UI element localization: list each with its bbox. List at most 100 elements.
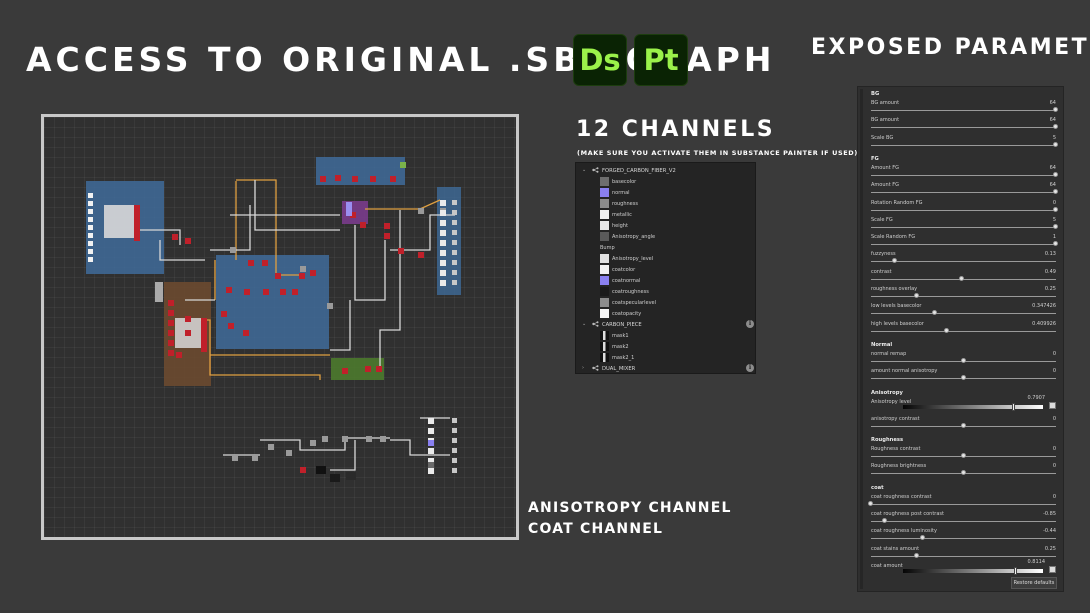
graph-node[interactable] — [155, 282, 163, 302]
slider-track[interactable] — [871, 127, 1056, 129]
graph-node[interactable] — [452, 240, 457, 245]
channel-item[interactable]: Anisotropy_level — [576, 253, 755, 264]
graph-node[interactable] — [452, 210, 457, 215]
slider-handle[interactable] — [914, 293, 920, 298]
slider-track[interactable] — [871, 209, 1056, 211]
param-group-header[interactable]: coat — [871, 484, 884, 491]
graph-node[interactable] — [400, 162, 406, 168]
param-value[interactable]: 0.49 — [1044, 268, 1056, 275]
graph-node[interactable] — [452, 250, 457, 255]
graph-node[interactable] — [440, 230, 446, 236]
param-group-header[interactable]: Normal — [871, 341, 893, 348]
graph-node[interactable] — [366, 436, 372, 442]
graph-node[interactable] — [452, 438, 457, 443]
channel-item[interactable]: metallic — [576, 209, 755, 220]
graph-node[interactable] — [335, 175, 341, 181]
graph-node[interactable] — [346, 202, 352, 216]
graph-node[interactable] — [88, 225, 93, 230]
channel-label[interactable]: Bump — [600, 245, 615, 251]
node-graph-canvas[interactable] — [44, 117, 516, 537]
graph-node[interactable] — [268, 444, 274, 450]
param-value[interactable]: 5 — [1052, 134, 1056, 141]
channel-item[interactable]: basecolor — [576, 176, 755, 187]
graph-node[interactable] — [452, 458, 457, 463]
graph-node[interactable] — [286, 450, 292, 456]
slider-track[interactable] — [871, 503, 1056, 505]
param-group-header[interactable]: BG — [871, 91, 880, 97]
graph-node[interactable] — [228, 323, 234, 329]
chevron-right-icon[interactable]: › — [582, 365, 584, 371]
graph-node[interactable] — [168, 310, 174, 316]
graph-node[interactable] — [440, 220, 446, 226]
graph-node[interactable] — [230, 247, 236, 253]
info-icon[interactable]: i — [746, 364, 754, 372]
graph-node[interactable] — [418, 252, 424, 258]
slider-track[interactable] — [871, 226, 1056, 228]
color-picker-icon[interactable] — [1049, 401, 1056, 409]
graph-node-strip[interactable] — [104, 205, 134, 238]
graph-node[interactable] — [299, 273, 305, 279]
slider-handle[interactable] — [919, 535, 925, 541]
slider-track[interactable] — [871, 296, 1056, 297]
graph-node[interactable] — [248, 260, 254, 266]
graph-node[interactable] — [452, 448, 457, 453]
param-value[interactable]: -0.44 — [1043, 528, 1056, 535]
graph-node[interactable] — [176, 352, 182, 358]
param-value[interactable]: 0 — [1052, 368, 1056, 375]
graph-node[interactable] — [134, 205, 140, 241]
slider-track[interactable] — [871, 313, 1056, 315]
graph-node[interactable] — [168, 330, 174, 336]
channel-item[interactable]: mask2_1 — [576, 352, 755, 363]
param-value[interactable]: 0 — [1052, 199, 1056, 206]
graph-node[interactable] — [263, 289, 269, 295]
graph-node[interactable] — [322, 436, 328, 442]
channel-item[interactable]: normal — [576, 187, 755, 198]
slider-handle[interactable] — [932, 310, 938, 316]
graph-node[interactable] — [185, 330, 191, 336]
graph-node[interactable] — [168, 300, 174, 306]
slider-handle[interactable] — [958, 275, 964, 281]
graph-node[interactable] — [440, 280, 446, 286]
slider-handle[interactable] — [914, 552, 920, 558]
graph-node[interactable] — [452, 200, 457, 205]
graph-node[interactable] — [380, 436, 386, 442]
param-value[interactable]: 0.8114 — [1027, 558, 1046, 565]
slider-handle[interactable] — [960, 357, 966, 363]
slider-track[interactable] — [871, 261, 1056, 263]
graph-node[interactable] — [452, 220, 457, 225]
graph-node[interactable] — [352, 176, 358, 182]
slider-handle[interactable] — [868, 500, 873, 506]
slider-track[interactable] — [871, 330, 1056, 332]
channel-item[interactable]: coatroughness — [576, 286, 755, 297]
graph-node[interactable] — [320, 176, 326, 182]
slider-handle[interactable] — [892, 258, 898, 264]
graph-node[interactable] — [226, 287, 232, 293]
graph-node[interactable] — [300, 467, 306, 473]
slider-track[interactable] — [871, 192, 1056, 194]
graph-node[interactable] — [428, 448, 434, 454]
channel-item[interactable]: mask1 — [576, 330, 755, 341]
channel-item[interactable]: coatnormal — [576, 275, 755, 286]
param-value[interactable]: 0.347426 — [1032, 303, 1056, 310]
graph-node[interactable] — [252, 455, 258, 461]
graph-node[interactable] — [310, 270, 316, 276]
channel-item[interactable]: height — [576, 220, 755, 231]
graph-node[interactable] — [398, 248, 404, 254]
graph-node[interactable] — [330, 474, 340, 482]
slider-handle[interactable] — [1053, 124, 1058, 130]
channel-item[interactable]: coatspecularlevel — [576, 297, 755, 308]
channel-item[interactable]: mask2 — [576, 341, 755, 352]
graph-node[interactable] — [172, 234, 178, 240]
graph-node[interactable] — [275, 273, 281, 279]
graph-node[interactable] — [88, 257, 93, 262]
info-icon[interactable]: i — [746, 320, 754, 328]
graph-node[interactable] — [88, 233, 93, 238]
graph-node[interactable] — [221, 311, 227, 317]
graph-node[interactable] — [350, 212, 356, 218]
channel-item[interactable]: roughness — [576, 198, 755, 209]
slider-track[interactable] — [871, 244, 1056, 246]
param-value[interactable]: 0 — [1052, 446, 1056, 453]
graph-node[interactable] — [185, 238, 191, 244]
graph-node[interactable] — [370, 176, 376, 182]
